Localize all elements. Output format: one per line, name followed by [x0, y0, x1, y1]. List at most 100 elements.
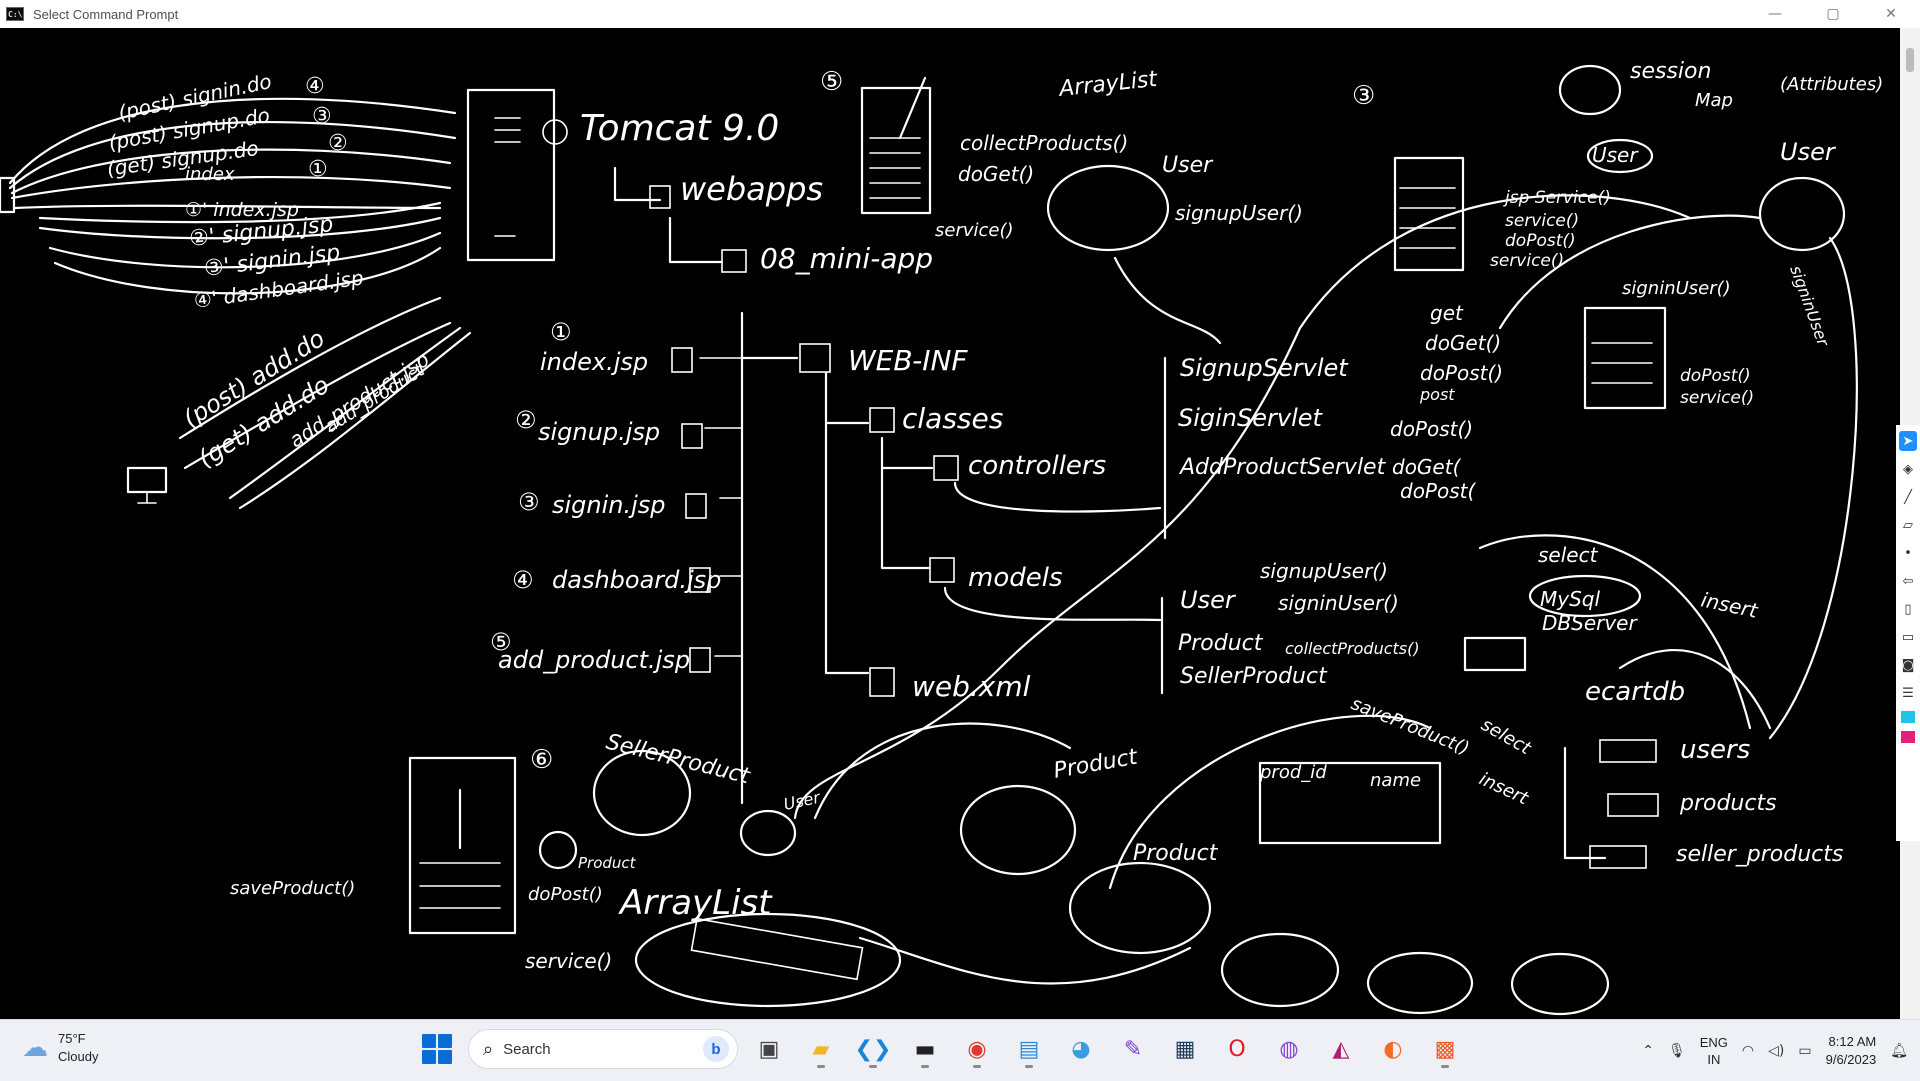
session-user-label: User: [1592, 143, 1639, 167]
firefox-icon[interactable]: ◐: [1383, 1036, 1403, 1062]
search-label: Search: [503, 1040, 551, 1058]
top-service: service(): [935, 220, 1014, 241]
start-button[interactable]: [416, 1028, 458, 1070]
task-view-icon[interactable]: ▣: [758, 1036, 780, 1062]
top-user: User: [1162, 153, 1214, 178]
controllers-label: controllers: [968, 451, 1106, 481]
bottom-product-2: Product: [1133, 841, 1219, 866]
notification-bell-icon[interactable]: 🔔︎: [1890, 1042, 1908, 1059]
search-icon: ⌕: [483, 1038, 494, 1060]
intellij-icon[interactable]: ◭: [1332, 1036, 1350, 1062]
microphone-icon[interactable]: 🎙︎: [1667, 1042, 1686, 1059]
chevron-up-icon[interactable]: ⌃: [1642, 1042, 1654, 1059]
model-signupuser: signupUser(): [1260, 559, 1388, 583]
weather-widget[interactable]: ☁ 75°F Cloudy: [22, 1030, 98, 1066]
jsp-num-5: ⑤: [490, 628, 512, 656]
model-signinuser: signinUser(): [1278, 591, 1399, 615]
volume-icon[interactable]: ◁): [1768, 1042, 1785, 1059]
bottom-service: service(): [525, 949, 612, 973]
menu-tool-icon[interactable]: ☰: [1902, 685, 1914, 701]
left-request-4: index: [185, 164, 235, 185]
clock[interactable]: 8:12 AM 9/6/2023: [1826, 1033, 1877, 1069]
dopost-label-2: doPost(): [1680, 366, 1751, 386]
dot-tool-icon[interactable]: •: [1904, 545, 1912, 561]
screen-tool-icon-taskbar[interactable]: ▩: [1424, 1028, 1466, 1070]
minimize-button[interactable]: —: [1768, 6, 1782, 22]
insert-label-1: insert: [1699, 587, 1761, 623]
attributes-label: (Attributes): [1780, 74, 1883, 95]
windows-icon: [422, 1034, 452, 1064]
terminal-icon[interactable]: ▬: [904, 1028, 946, 1070]
servlet-method-dopost: doPost(): [1420, 361, 1503, 385]
dbserver-label: DBServer: [1542, 611, 1638, 635]
magenta-swatch[interactable]: [1901, 731, 1915, 743]
bottom-name: name: [1370, 770, 1421, 791]
drawing-canvas[interactable]: (post) signin.do (post) signup.do (get) …: [0, 28, 1900, 1019]
left-request-arrows: [0, 97, 457, 295]
close-button[interactable]: ✕: [1885, 6, 1897, 22]
eraser-tool-icon[interactable]: ◈: [1903, 461, 1913, 477]
cyan-swatch[interactable]: [1901, 711, 1915, 723]
jsp-file-5: add_product.jsp: [498, 646, 690, 674]
webapps-label: webapps: [680, 170, 823, 208]
service-label-1: service(): [1505, 211, 1579, 231]
discord-icon[interactable]: ◍: [1279, 1036, 1299, 1062]
pen-toolbar: ➤ ◈ ╱ ▱ • ⇦ ▯ ▭ ◙ ☰: [1896, 425, 1920, 841]
bottom-saveproduct: saveProduct(): [230, 878, 355, 899]
servlet-method-post: post: [1419, 385, 1455, 404]
paint-icon[interactable]: ◕: [1071, 1036, 1091, 1062]
top-doget: doGet(): [958, 162, 1034, 186]
jsp-file-3: signin.jsp: [552, 491, 666, 519]
bottom-product-small: Product: [578, 854, 637, 872]
screen-tool-icon[interactable]: ▭: [1901, 629, 1915, 645]
taskbar: ☁ 75°F Cloudy ⌕ Search b ▣ ▰ ❮❯ ▬ ◉ ▤ ◕ …: [0, 1019, 1920, 1081]
system-tray: ⌃ 🎙︎ ENG IN ◠ ◁) ▭ 8:12 AM 9/6/2023 🔔︎: [1642, 1020, 1920, 1081]
lang-bottom: IN: [1707, 1051, 1721, 1067]
model-product: Product: [1178, 631, 1264, 656]
servlet-method-get: get: [1430, 301, 1464, 325]
search-box[interactable]: ⌕ Search b: [468, 1029, 738, 1069]
cursor-tool-icon[interactable]: ➤: [1899, 431, 1917, 451]
camera-tool-icon[interactable]: ◙: [1901, 657, 1915, 673]
notepad-icon[interactable]: ▤: [1008, 1028, 1050, 1070]
scrollbar-thumb[interactable]: [1906, 48, 1914, 72]
pen-icon[interactable]: ✎: [1123, 1036, 1143, 1062]
weather-temp: 75°F: [58, 1031, 86, 1046]
undo-tool-icon[interactable]: ⇦: [1902, 573, 1914, 589]
model-user: User: [1180, 586, 1237, 614]
table-seller-products: seller_products: [1676, 842, 1843, 867]
vscode-icon[interactable]: ❮❯: [852, 1028, 894, 1070]
dopost-label-1: doPost(): [1505, 231, 1576, 251]
clear-tool-icon[interactable]: ▯: [1904, 601, 1912, 617]
chrome-icon[interactable]: ◉: [956, 1028, 998, 1070]
jsp-num-3: ③: [518, 488, 540, 516]
opera-icon[interactable]: O: [1228, 1036, 1246, 1062]
battery-icon[interactable]: ▭: [1798, 1042, 1812, 1059]
left-num-1: ④: [305, 74, 325, 99]
model-sellerproduct: SellerProduct: [1180, 664, 1328, 689]
session-label: session: [1630, 59, 1711, 84]
model-saveproduct: saveProduct(): [1348, 693, 1472, 759]
clock-date: 9/6/2023: [1825, 1051, 1877, 1067]
wifi-icon[interactable]: ◠: [1741, 1042, 1755, 1059]
lang-top: ENG: [1699, 1034, 1728, 1050]
table-users: users: [1680, 735, 1750, 765]
signinuser-vertical: signinUser: [1786, 263, 1833, 350]
clock-time: 8:12 AM: [1828, 1033, 1877, 1049]
left-response-1: ①' index.jsp: [185, 199, 299, 221]
left-num-2: ③: [312, 104, 332, 129]
pen-tool-icon[interactable]: ╱: [1904, 489, 1912, 505]
mysql-label: MySql: [1540, 587, 1600, 611]
mysql-icon[interactable]: ▦: [1174, 1036, 1196, 1062]
servlet-method-dopost-3: doPost(: [1400, 479, 1476, 503]
server-box: [466, 88, 556, 262]
maximize-button[interactable]: ▢: [1826, 6, 1840, 22]
tomcat-label: Tomcat 9.0: [580, 108, 779, 149]
file-explorer-icon[interactable]: ▰: [800, 1028, 842, 1070]
highlighter-tool-icon[interactable]: ▱: [1903, 517, 1913, 533]
language-indicator[interactable]: ENG IN: [1700, 1034, 1728, 1068]
bottom-sellerproduct: SellerProduct: [604, 730, 754, 790]
circled-3: ③: [1352, 81, 1375, 111]
top-collectproducts: collectProducts(): [960, 131, 1128, 155]
select-label-2: select: [1478, 714, 1536, 759]
